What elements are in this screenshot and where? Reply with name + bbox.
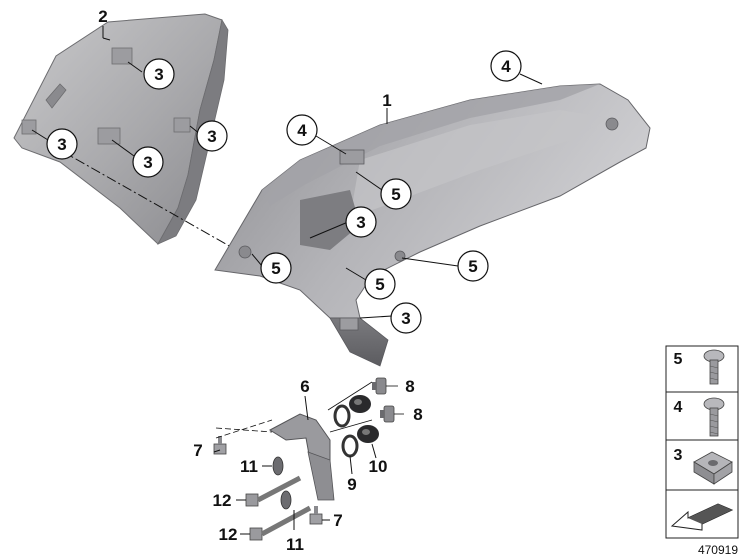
hex-bolt bbox=[245, 475, 302, 507]
panel-clip-mount bbox=[173, 117, 191, 133]
screw bbox=[309, 506, 323, 525]
callout-3: 3 bbox=[143, 58, 175, 90]
svg-text:5: 5 bbox=[391, 185, 400, 204]
svg-text:3: 3 bbox=[207, 127, 216, 146]
legend-number: 5 bbox=[674, 351, 683, 368]
callout-3: 3 bbox=[390, 302, 422, 334]
collar-screw bbox=[372, 377, 387, 395]
label-1: 1 bbox=[382, 91, 391, 110]
callout-3: 3 bbox=[46, 128, 78, 160]
hex-bolt bbox=[249, 505, 312, 541]
svg-text:5: 5 bbox=[375, 275, 384, 294]
callout-3: 3 bbox=[132, 146, 164, 178]
assembly-line bbox=[59, 149, 241, 253]
callout-4: 4 bbox=[490, 50, 522, 82]
legend-number: 4 bbox=[674, 399, 683, 416]
panel-clip-mount bbox=[21, 119, 37, 135]
arrow-symbol-icon bbox=[670, 503, 734, 531]
parts-legend: 5 4 3 bbox=[665, 345, 739, 539]
label-7: 7 bbox=[333, 511, 342, 530]
side-panel-part bbox=[13, 13, 229, 245]
svg-text:4: 4 bbox=[501, 57, 511, 76]
label-10: 10 bbox=[369, 457, 388, 476]
callout-5: 5 bbox=[364, 268, 396, 300]
svg-text:5: 5 bbox=[468, 257, 477, 276]
rubber-grommet bbox=[349, 395, 371, 413]
label-12: 12 bbox=[213, 491, 232, 510]
svg-text:3: 3 bbox=[356, 213, 365, 232]
flange-bolt-short-icon bbox=[703, 349, 725, 385]
collar-screw bbox=[380, 405, 395, 423]
svg-text:3: 3 bbox=[401, 309, 410, 328]
callout-3: 3 bbox=[196, 120, 228, 152]
label-8: 8 bbox=[405, 377, 414, 396]
washer bbox=[341, 434, 359, 458]
washer bbox=[280, 490, 292, 510]
legend-number: 3 bbox=[674, 447, 683, 464]
svg-text:3: 3 bbox=[154, 65, 163, 84]
leader-lines bbox=[31, 26, 543, 535]
panel-clip-mount bbox=[97, 127, 121, 145]
svg-text:5: 5 bbox=[271, 259, 280, 278]
svg-text:3: 3 bbox=[57, 135, 66, 154]
panel-clip-mount bbox=[111, 47, 133, 65]
callout-3: 3 bbox=[345, 206, 377, 238]
label-9: 9 bbox=[347, 475, 356, 494]
label-6: 6 bbox=[300, 377, 309, 396]
label-2: 2 bbox=[98, 7, 107, 26]
document-number: 470919 bbox=[698, 543, 738, 557]
label-11: 11 bbox=[286, 535, 304, 554]
label-7: 7 bbox=[193, 441, 202, 460]
washer bbox=[272, 456, 284, 476]
callout-4: 4 bbox=[286, 114, 318, 146]
flange-bolt-long-icon bbox=[703, 397, 725, 437]
rubber-grommet bbox=[357, 425, 379, 443]
callout-5: 5 bbox=[457, 250, 489, 282]
screw bbox=[213, 436, 227, 455]
callout-5: 5 bbox=[380, 178, 412, 210]
svg-text:3: 3 bbox=[143, 153, 152, 172]
label-11: 11 bbox=[240, 457, 258, 476]
main-fairing-part bbox=[214, 83, 651, 367]
svg-text:4: 4 bbox=[297, 121, 307, 140]
label-8: 8 bbox=[413, 405, 422, 424]
label-12: 12 bbox=[219, 525, 238, 544]
callout-5: 5 bbox=[260, 252, 292, 284]
washer bbox=[333, 404, 351, 428]
clip-nut-icon bbox=[693, 451, 733, 485]
